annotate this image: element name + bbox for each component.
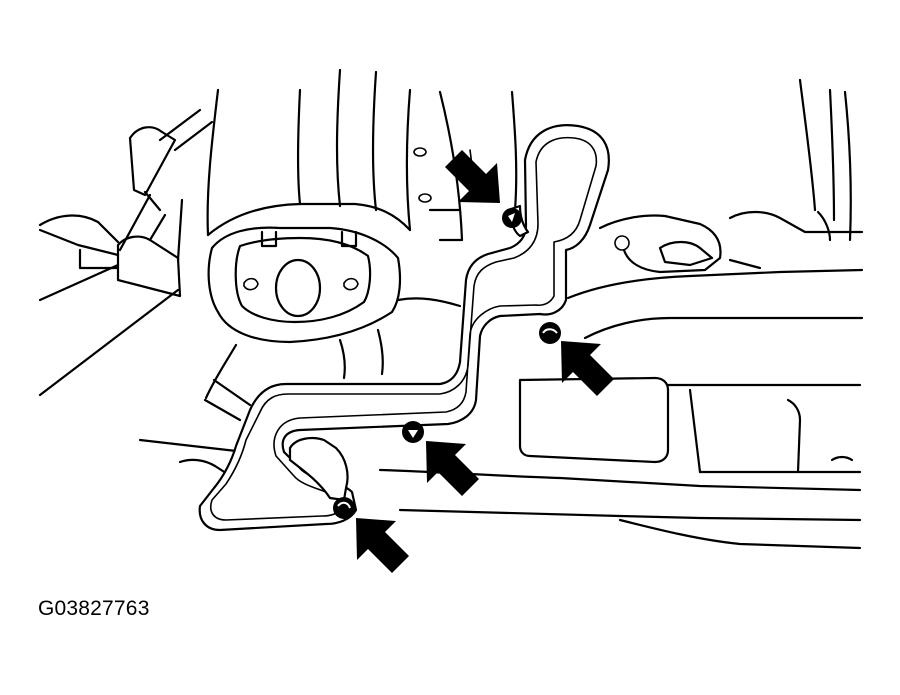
callout-arrow-upper (445, 150, 500, 203)
bolt-right (539, 322, 561, 344)
bolt-upper (502, 208, 522, 228)
callout-arrow-center (426, 441, 479, 496)
callout-arrow-right (561, 341, 614, 396)
figure-id-label: G03827763 (38, 597, 150, 620)
bolt-lower (333, 497, 355, 519)
callout-arrow-lower (356, 518, 409, 573)
underbody-structure (38, 68, 864, 550)
bolt-center (402, 421, 424, 443)
exhaust-pipe-bracket (198, 124, 610, 532)
